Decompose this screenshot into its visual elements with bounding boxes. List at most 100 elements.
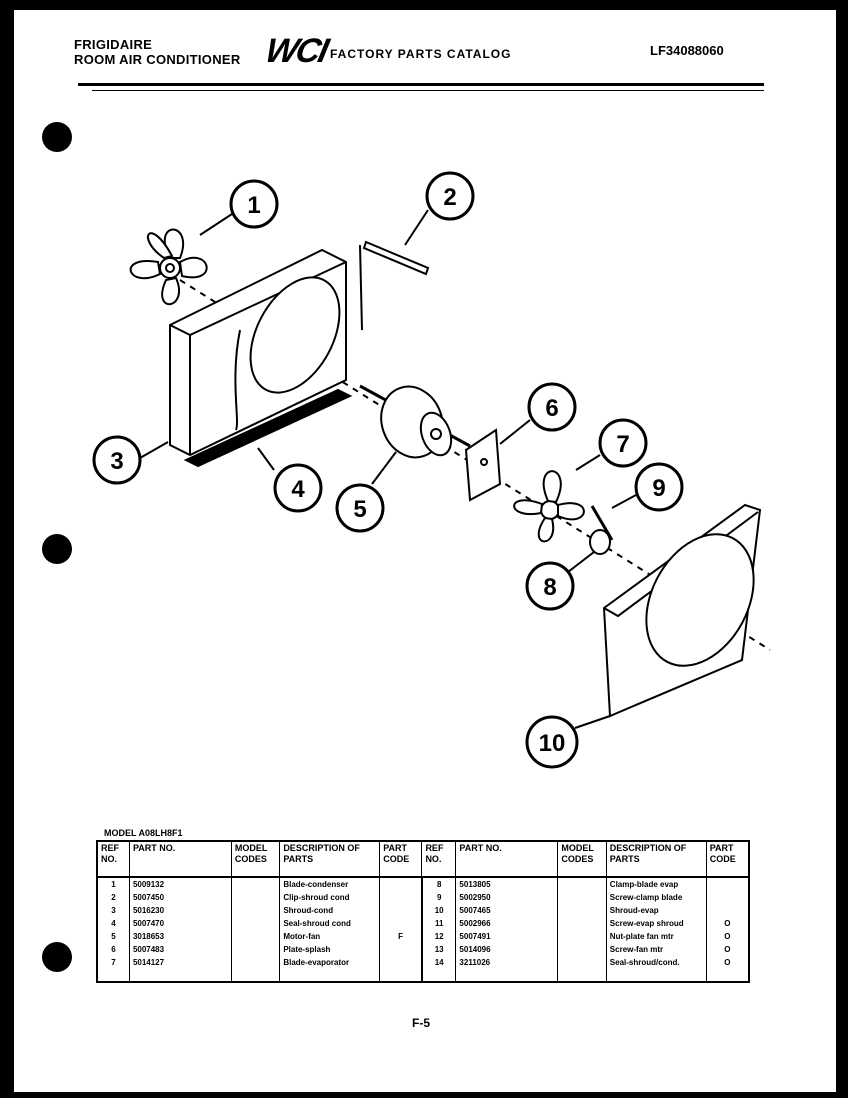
- cell-desc: Screw-fan mtr: [605, 943, 707, 956]
- cell-part: 3211026: [455, 956, 559, 969]
- cell-code: [379, 943, 423, 956]
- cell-part: 5013805: [455, 877, 559, 891]
- callout-label-8: 8: [543, 574, 556, 601]
- product-line: ROOM AIR CONDITIONER: [74, 52, 241, 67]
- cell-desc: Blade-evaporator: [279, 956, 381, 969]
- cell-model: [230, 943, 281, 956]
- binder-hole: [42, 942, 72, 972]
- callout-label-1: 1: [247, 192, 260, 219]
- splash-plate-part: [464, 428, 502, 502]
- cell-part: 5007470: [128, 917, 232, 930]
- cell-model: [557, 917, 607, 930]
- catalog-code: LF34088060: [650, 43, 724, 58]
- table-header-row: REF NO. PART NO. MODEL CODES DESCRIPTION…: [96, 841, 750, 878]
- cell-model: [557, 943, 607, 956]
- header-desc: DESCRIPTION OF PARTS: [279, 841, 381, 878]
- cell-model: [557, 930, 607, 943]
- cell-ref: 3: [96, 904, 130, 917]
- header-part: PART NO.: [128, 841, 232, 878]
- callout-circle-1: [229, 179, 279, 229]
- cell-code: O: [705, 917, 750, 930]
- callout-circle-3: [92, 435, 142, 485]
- shroud-clip-part: [359, 240, 430, 331]
- callout-circle-10: [525, 715, 579, 769]
- spacer-cell: [557, 969, 607, 982]
- binder-hole: [42, 122, 72, 152]
- cell-model: [557, 877, 607, 891]
- cell-code: O: [705, 956, 750, 969]
- header-rule: [78, 83, 764, 86]
- cell-ref: 14: [421, 956, 457, 969]
- cell-code: [379, 956, 423, 969]
- callout-label-7: 7: [616, 431, 629, 458]
- cell-model: [230, 904, 281, 917]
- leader-line-3: [139, 441, 169, 459]
- cell-code: O: [705, 943, 750, 956]
- cell-model: [230, 891, 281, 904]
- brand-name: FRIGIDAIRE: [74, 37, 153, 52]
- cell-code: O: [705, 930, 750, 943]
- page-number: F-5: [412, 1016, 430, 1030]
- cell-ref: 6: [96, 943, 130, 956]
- cell-model: [230, 930, 281, 943]
- callout-label-4: 4: [291, 476, 305, 503]
- cell-part: 5007491: [455, 930, 559, 943]
- cell-code: [705, 877, 750, 891]
- cell-part: 5002966: [455, 917, 559, 930]
- cell-ref: 7: [96, 956, 130, 969]
- cell-part: 5007483: [128, 943, 232, 956]
- model-label: MODEL A08LH8F1: [104, 828, 183, 838]
- header-rule-thin: [92, 90, 764, 91]
- cell-ref: 5: [96, 930, 130, 943]
- cell-part: 5016230: [128, 904, 232, 917]
- cell-code: [379, 891, 423, 904]
- spacer-cell: [230, 969, 281, 982]
- binder-hole: [42, 534, 72, 564]
- cell-desc: Motor-fan: [279, 930, 381, 943]
- leader-line-9: [611, 494, 637, 509]
- cell-ref: 10: [421, 904, 457, 917]
- spacer-cell: [605, 969, 707, 982]
- condenser-blade-part: [129, 228, 208, 306]
- header-code: PART CODE: [705, 841, 750, 878]
- cell-part: 5007465: [455, 904, 559, 917]
- leader-line-5: [371, 451, 397, 485]
- evaporator-blade-part: [513, 470, 585, 543]
- cell-ref: 2: [96, 891, 130, 904]
- spacer-cell: [379, 969, 423, 982]
- cell-code: [379, 904, 423, 917]
- callout-circle-8: [525, 561, 575, 611]
- shroud-seal-part: [183, 388, 353, 468]
- leader-line-8: [567, 551, 595, 573]
- cell-part: 5014096: [455, 943, 559, 956]
- brand-block: FRIGIDAIRE ROOM AIR CONDITIONER: [74, 37, 241, 67]
- header-desc: DESCRIPTION OF PARTS: [605, 841, 707, 878]
- leader-line-7: [575, 454, 601, 471]
- leader-line-2: [404, 209, 429, 246]
- header-part: PART NO.: [455, 841, 559, 878]
- evaporator-shroud-part: [602, 503, 762, 718]
- cell-desc: Screw-evap shroud: [605, 917, 707, 930]
- blade-clamp-part: [589, 529, 611, 555]
- cell-part: 5014127: [128, 956, 232, 969]
- cell-desc: Shroud-cond: [279, 904, 381, 917]
- callout-label-9: 9: [652, 475, 665, 502]
- table-spacer-row: [96, 969, 750, 982]
- callout-label-6: 6: [545, 395, 558, 422]
- callout-label-5: 5: [353, 496, 366, 523]
- header-ref: REF NO.: [421, 841, 457, 878]
- leader-line-4: [257, 447, 275, 471]
- cell-model: [557, 891, 607, 904]
- cell-model: [230, 917, 281, 930]
- spacer-cell: [96, 969, 130, 982]
- cell-code: [705, 891, 750, 904]
- header-model: MODEL CODES: [230, 841, 281, 878]
- cell-part: 3018653: [128, 930, 232, 943]
- spacer-cell: [128, 969, 232, 982]
- header-code: PART CODE: [379, 841, 423, 878]
- cell-desc: Shroud-evap: [605, 904, 707, 917]
